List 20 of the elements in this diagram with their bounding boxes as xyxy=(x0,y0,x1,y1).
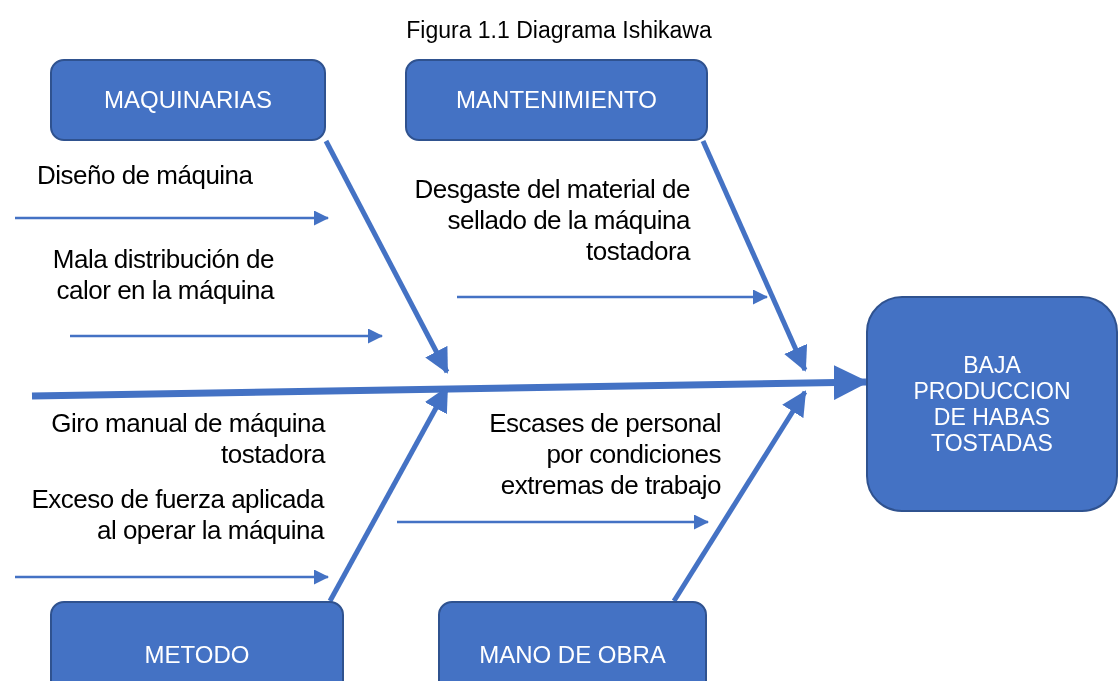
bone-arrow xyxy=(323,139,450,374)
cause-text: Escases de personal por condiciones extremas de trabajo xyxy=(488,408,721,501)
category-box xyxy=(438,601,707,681)
cause-text: Exceso de fuerza aplicada al operar la máquina xyxy=(30,484,324,546)
effect-box xyxy=(866,296,1118,512)
node-label: MANO DE OBRA xyxy=(479,640,666,670)
category-box xyxy=(50,59,326,141)
node-label: MANTENIMIENTO xyxy=(456,85,657,115)
node-label: METODO xyxy=(144,640,250,670)
cause-text: Giro manual de máquina tostadora xyxy=(50,408,325,470)
category-box xyxy=(405,59,708,141)
bone-arrow xyxy=(700,140,808,372)
node-label: MAQUINARIAS xyxy=(104,85,272,115)
node-label: BAJA PRODUCCION DE HABAS TOSTADAS xyxy=(912,352,1072,456)
cause-text: Mala distribución de calor en la máquina xyxy=(51,244,274,306)
category-box xyxy=(50,601,344,681)
bone-arrow xyxy=(671,390,808,603)
cause-text: Desgaste del material de sellado de la máquina tostadora xyxy=(413,174,690,267)
figure-title: Figura 1.1 Diagrama Ishikawa xyxy=(406,16,712,45)
cause-text: Diseño de máquina xyxy=(37,160,254,191)
